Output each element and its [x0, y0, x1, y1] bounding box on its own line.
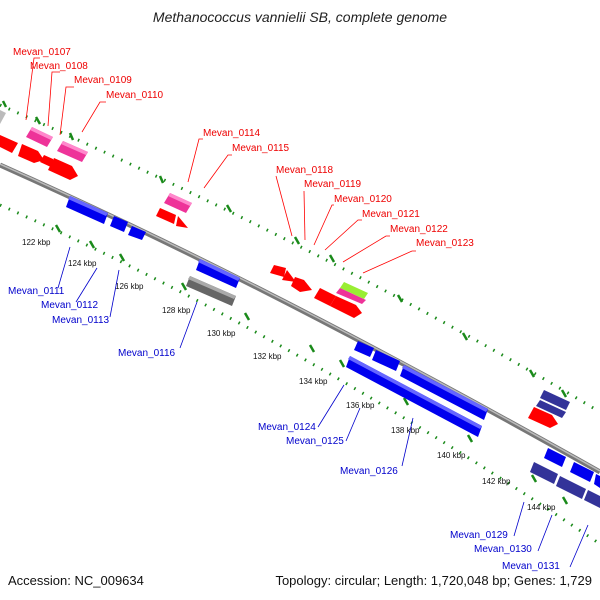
gene-feature — [282, 270, 296, 282]
gene-label: Mevan_0122 — [390, 224, 448, 235]
gene-feature — [528, 407, 558, 428]
ruler-inner — [0, 203, 600, 546]
reverse-strand-genes — [66, 196, 600, 508]
gene-labels-top: Mevan_0107 Mevan_0108 Mevan_0109 Mevan_0… — [13, 47, 474, 249]
ruler-ticks-inner — [54, 224, 569, 505]
gene-feature — [270, 265, 286, 277]
gene-label: Mevan_0112 — [41, 300, 99, 311]
gene-label: Mevan_0116 — [118, 348, 176, 359]
kbp-label: 128 kbp — [162, 306, 191, 315]
gene-feature — [110, 216, 128, 232]
gene-feature — [26, 127, 53, 147]
gene-feature — [530, 462, 558, 484]
gene-label: Mevan_0129 — [450, 530, 508, 541]
gene-label: Mevan_0111 — [8, 286, 65, 297]
gene-feature — [372, 350, 400, 371]
gene-feature — [594, 474, 600, 488]
kbp-label: 124 kbp — [68, 259, 97, 268]
gene-feature — [346, 356, 482, 437]
gene-feature — [556, 476, 586, 499]
gene-feature — [164, 193, 192, 213]
gene-label: Mevan_0120 — [334, 194, 392, 205]
gene-feature — [570, 462, 594, 482]
gene-label: Mevan_0123 — [416, 238, 474, 249]
gene-label: Mevan_0110 — [106, 90, 164, 101]
leader-lines-top — [25, 57, 416, 274]
gene-feature — [330, 296, 362, 318]
gene-label: Mevan_0118 — [276, 165, 334, 176]
gene-label: Mevan_0121 — [362, 209, 420, 220]
gene-feature — [128, 226, 146, 240]
gene-feature — [536, 400, 566, 418]
gene-feature — [314, 288, 336, 306]
gene-feature — [176, 216, 188, 228]
forward-strand-genes — [0, 110, 570, 428]
gene-feature — [354, 341, 374, 357]
kbp-label: 138 kbp — [391, 426, 420, 435]
gene-label: Mevan_0119 — [304, 179, 362, 190]
gene-feature — [340, 282, 368, 299]
gene-label: Mevan_0108 — [30, 61, 88, 72]
gene-label: Mevan_0130 — [474, 544, 532, 555]
kbp-label: 130 kbp — [207, 329, 236, 338]
kbp-label: 144 kbp — [527, 503, 556, 512]
map-title: Methanococcus vannielii SB, complete gen… — [152, 9, 448, 25]
gene-label: Mevan_0113 — [52, 315, 110, 326]
gene-feature — [48, 158, 78, 180]
gene-feature — [18, 144, 44, 163]
gene-label: Mevan_0109 — [74, 75, 132, 86]
leader-lines-bottom — [57, 246, 589, 568]
kbp-label: 126 kbp — [115, 282, 144, 291]
accession-text: Accession: NC_009634 — [8, 573, 144, 588]
gene-label: Mevan_0107 — [13, 47, 71, 58]
gene-feature — [544, 448, 566, 467]
kbp-label: 136 kbp — [346, 401, 375, 410]
gene-label: Mevan_0115 — [232, 143, 290, 154]
gene-label: Mevan_0131 — [502, 561, 560, 572]
gene-label: Mevan_0125 — [286, 436, 344, 447]
kbp-label: 132 kbp — [253, 352, 282, 361]
gene-feature — [584, 490, 600, 508]
gene-feature — [400, 365, 488, 420]
kbp-label: 140 kbp — [437, 451, 466, 460]
ruler-ticks-outer — [1, 100, 568, 398]
gene-feature — [540, 390, 570, 410]
gene-feature — [0, 135, 18, 153]
kbp-label: 134 kbp — [299, 377, 328, 386]
kbp-label: 122 kbp — [22, 238, 51, 247]
gene-feature — [40, 155, 53, 168]
gene-feature — [156, 208, 176, 224]
genome-backbone — [0, 162, 600, 475]
gene-feature — [57, 141, 88, 162]
gene-feature — [66, 196, 108, 224]
gene-label: Mevan_0114 — [203, 128, 261, 139]
gene-labels-bottom: Mevan_0111 Mevan_0112 Mevan_0113 Mevan_0… — [8, 286, 560, 572]
gene-label: Mevan_0124 — [258, 422, 316, 433]
kbp-labels: 122 kbp 124 kbp 126 kbp 128 kbp 130 kbp … — [22, 238, 556, 512]
gene-feature — [336, 288, 366, 304]
gene-feature — [0, 110, 6, 124]
gene-label: Mevan_0126 — [340, 466, 398, 477]
kbp-label: 142 kbp — [482, 477, 511, 486]
topology-text: Topology: circular; Length: 1,720,048 bp… — [275, 573, 592, 588]
gene-feature — [291, 277, 312, 292]
